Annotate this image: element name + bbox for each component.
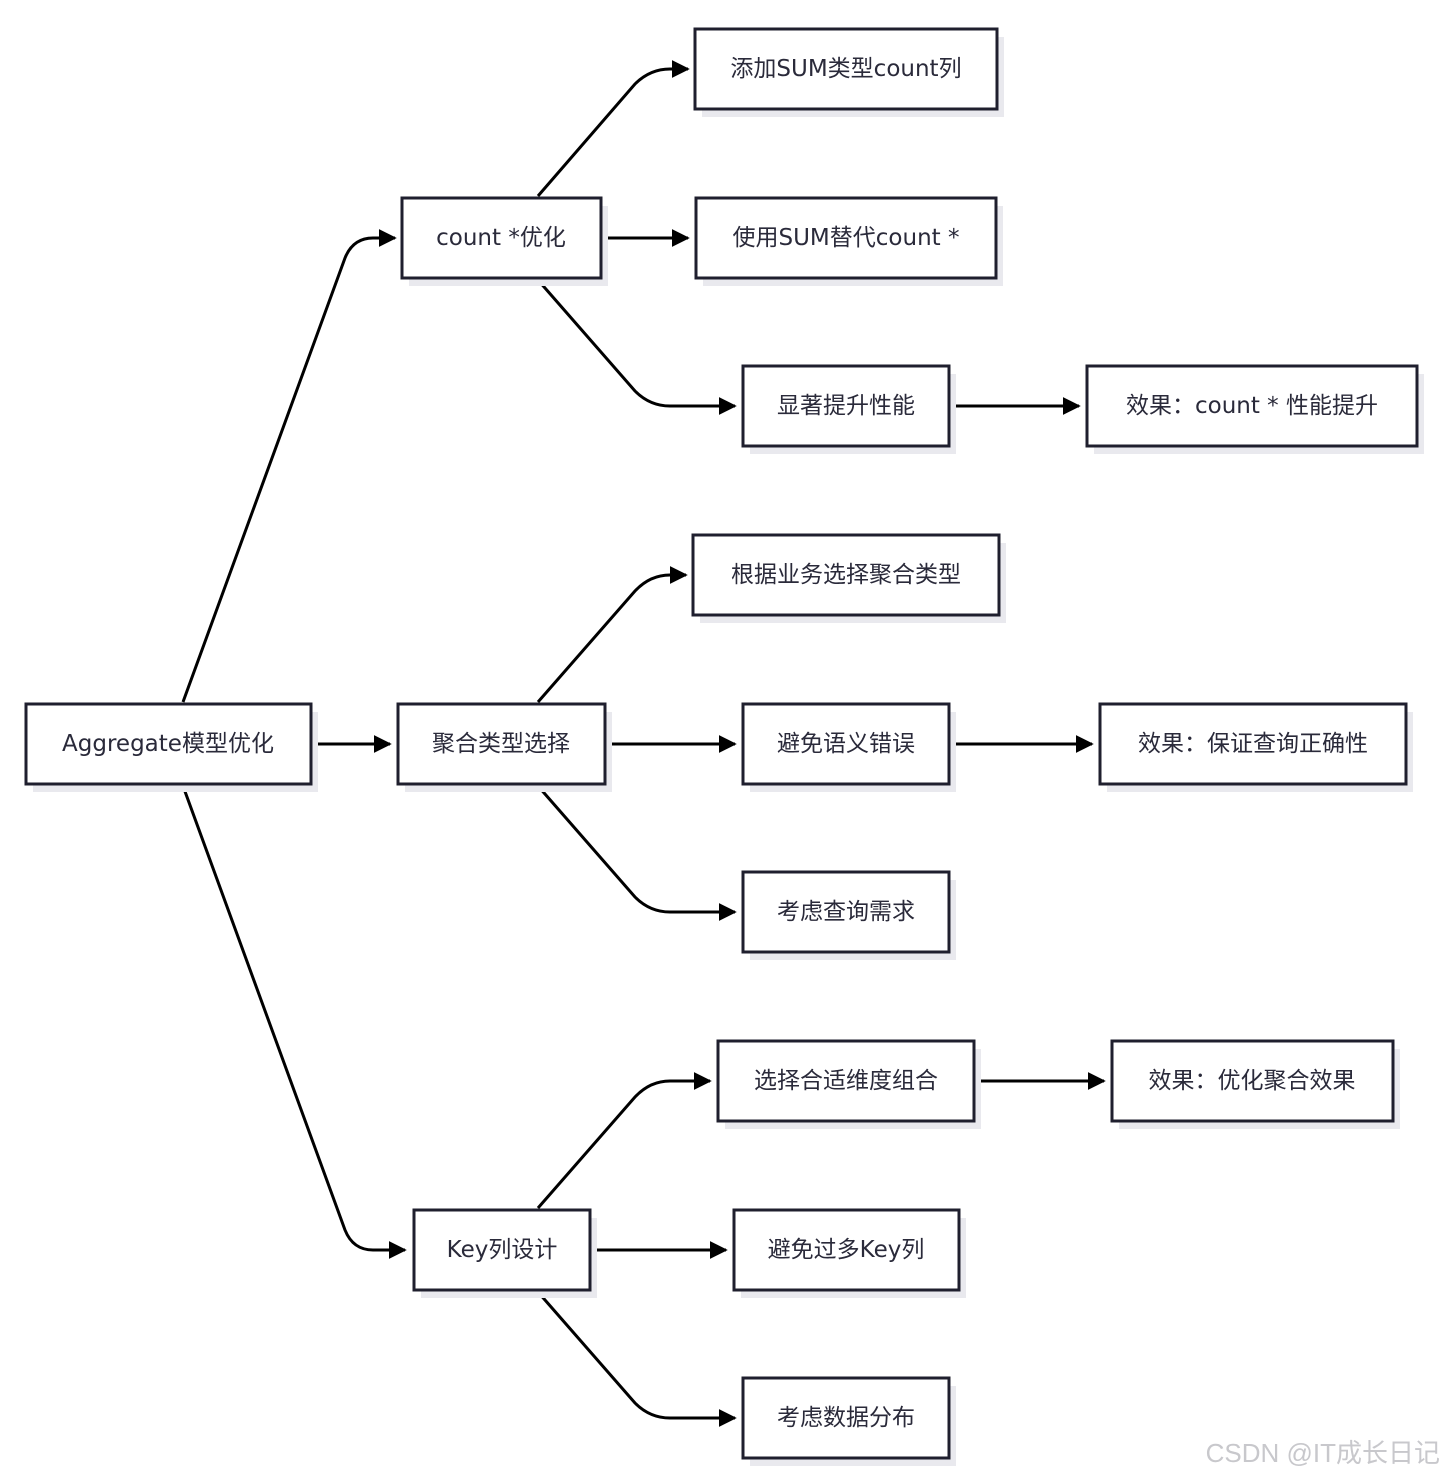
node-use-sum: 使用SUM替代count *: [694, 196, 1003, 286]
svg-text:根据业务选择聚合类型: 根据业务选择聚合类型: [731, 562, 961, 588]
svg-text:避免过多Key列: 避免过多Key列: [768, 1237, 925, 1263]
node-effect-correct: 效果：保证查询正确性: [1098, 702, 1413, 792]
edge-agg-consider: [536, 785, 737, 921]
edge-count-perf: [536, 279, 737, 415]
edge-agg-choose: [536, 566, 688, 703]
node-key-design: Key列设计: [412, 1208, 597, 1298]
svg-text:Aggregate模型优化: Aggregate模型优化: [62, 731, 274, 757]
svg-text:使用SUM替代count *: 使用SUM替代count *: [733, 225, 960, 251]
svg-text:选择合适维度组合: 选择合适维度组合: [754, 1068, 938, 1094]
svg-text:聚合类型选择: 聚合类型选择: [432, 731, 570, 757]
edges: [181, 60, 1106, 1427]
edge-count-add: [536, 60, 690, 197]
svg-text:效果：保证查询正确性: 效果：保证查询正确性: [1138, 731, 1368, 757]
svg-text:count *优化: count *优化: [436, 225, 566, 251]
edge-root-key: [181, 785, 407, 1259]
node-root: Aggregate模型优化: [24, 702, 318, 792]
svg-text:显著提升性能: 显著提升性能: [777, 393, 915, 419]
node-agg-type: 聚合类型选择: [396, 702, 612, 792]
svg-text:避免语义错误: 避免语义错误: [777, 731, 915, 757]
svg-text:考虑数据分布: 考虑数据分布: [777, 1405, 915, 1431]
node-perf-boost: 显著提升性能: [741, 364, 956, 454]
edge-root-count: [181, 229, 397, 703]
svg-text:Key列设计: Key列设计: [447, 1237, 558, 1263]
node-effect-count: 效果：count * 性能提升: [1085, 364, 1424, 454]
node-consider-query: 考虑查询需求: [741, 870, 956, 960]
node-avoid-semantic: 避免语义错误: [741, 702, 956, 792]
svg-text:效果：count * 性能提升: 效果：count * 性能提升: [1126, 393, 1378, 419]
svg-text:考虑查询需求: 考虑查询需求: [777, 899, 915, 925]
node-choose-by-business: 根据业务选择聚合类型: [691, 533, 1006, 623]
node-count-optimization: count *优化: [400, 196, 608, 286]
edge-key-dims: [536, 1072, 712, 1209]
edge-key-dist: [536, 1291, 737, 1427]
node-avoid-many-keys: 避免过多Key列: [732, 1208, 966, 1298]
node-choose-dims: 选择合适维度组合: [716, 1039, 981, 1129]
node-consider-dist: 考虑数据分布: [741, 1376, 956, 1466]
svg-text:添加SUM类型count列: 添加SUM类型count列: [730, 56, 961, 82]
node-effect-agg: 效果：优化聚合效果: [1110, 1039, 1400, 1129]
watermark: CSDN @IT成长日记: [1205, 1438, 1440, 1468]
node-add-sum-count: 添加SUM类型count列: [693, 27, 1004, 117]
svg-text:效果：优化聚合效果: 效果：优化聚合效果: [1149, 1068, 1356, 1094]
